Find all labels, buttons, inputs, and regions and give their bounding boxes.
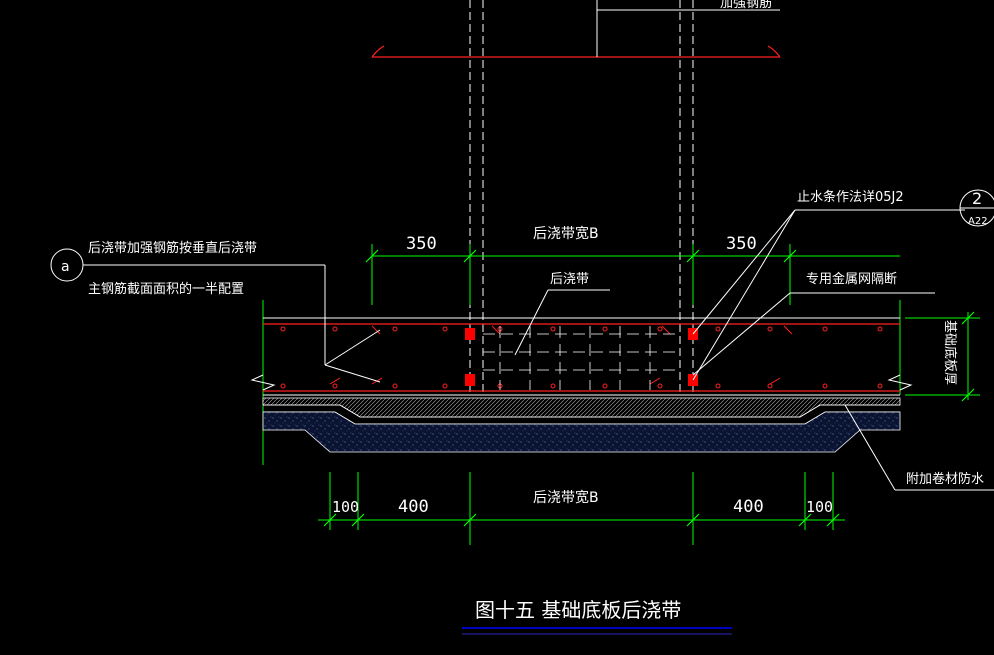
top-dim-right: 350 bbox=[726, 234, 757, 254]
top-partial-label: 加强钢筋 bbox=[720, 0, 772, 11]
top-dimension bbox=[365, 244, 900, 305]
bottom-dim-100-right: 100 bbox=[806, 498, 833, 516]
waterproof-note: 附加卷材防水 bbox=[906, 471, 984, 487]
waterstop-top-left bbox=[465, 328, 475, 340]
band-label-leader bbox=[514, 289, 610, 356]
detail-ref-number: 2 bbox=[972, 189, 982, 208]
callout-a-line1: 后浇带加强钢筋按垂直后浇带 bbox=[88, 240, 257, 256]
thickness-dimension bbox=[905, 311, 980, 402]
band-label: 后浇带 bbox=[550, 272, 589, 287]
top-dim-left: 350 bbox=[406, 234, 437, 254]
detail-ref-sheet: A22 bbox=[968, 216, 988, 227]
bottom-dim-400-left: 400 bbox=[398, 497, 429, 517]
waterstop-bottom-left bbox=[465, 374, 475, 386]
callout-a-symbol: a bbox=[61, 259, 70, 275]
upper-wall bbox=[371, 0, 781, 395]
bottom-dim-100-left: 100 bbox=[332, 498, 359, 516]
drawing-title: 图十五 基础底板后浇带 bbox=[475, 598, 681, 622]
thickness-label: 基础底板厚 bbox=[942, 320, 958, 385]
waterstop-leader bbox=[692, 189, 994, 381]
mesh-note: 专用金属网隔断 bbox=[806, 271, 897, 287]
callout-a-line2: 主钢筋截面面积的一半配置 bbox=[88, 281, 244, 297]
waterproof-leader bbox=[844, 404, 994, 491]
mesh-leader bbox=[692, 292, 935, 376]
bottom-dimension bbox=[318, 472, 845, 545]
waterproof-layers bbox=[262, 397, 901, 453]
top-dim-center: 后浇带宽B bbox=[533, 225, 599, 242]
waterstop-note: 止水条作法详05J2 bbox=[797, 189, 904, 205]
bottom-dim-center: 后浇带宽B bbox=[533, 489, 599, 506]
callout-a-leader bbox=[50, 248, 381, 383]
bottom-dim-400-right: 400 bbox=[733, 497, 764, 517]
